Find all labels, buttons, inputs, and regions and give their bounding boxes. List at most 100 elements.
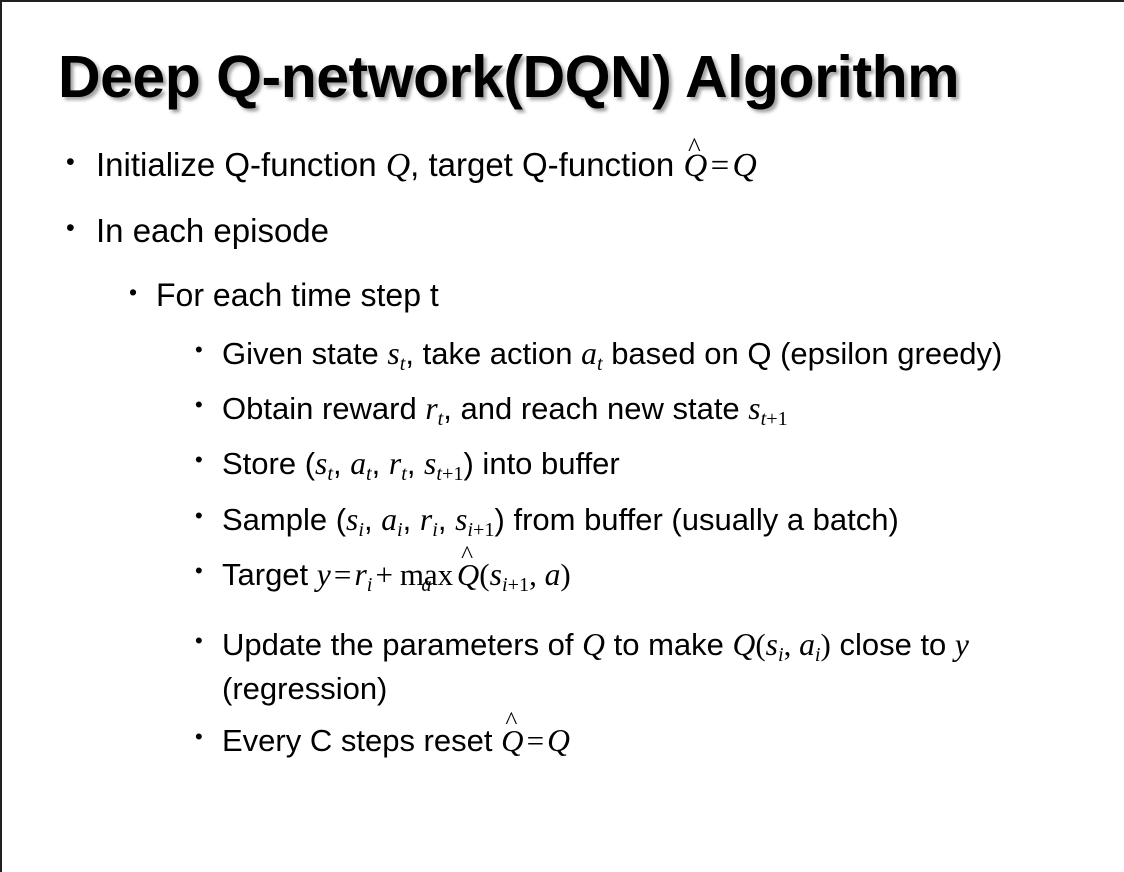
max-label: max xyxy=(399,556,454,592)
math-s-base: s xyxy=(748,390,761,426)
math-comma: , xyxy=(783,627,800,663)
text-segment: ) into buffer xyxy=(463,446,620,482)
math-q-base: Q xyxy=(456,556,480,592)
subscript-offset: +1 xyxy=(507,574,530,596)
bullet-sample: • Sample (si, ai, ri, si+1) from buffer … xyxy=(2,499,1124,543)
text-segment: close to xyxy=(830,627,955,663)
text-segment: , target Q-function xyxy=(410,146,684,183)
math-equals: = xyxy=(710,148,730,184)
math-q-base: Q xyxy=(683,148,708,184)
math-s-i-next: si+1 xyxy=(490,557,529,596)
math-a-base: a xyxy=(381,501,398,537)
subscript-index: t xyxy=(436,463,442,486)
math-q-hat: ^Q xyxy=(683,133,708,187)
max-limit-variable: a xyxy=(421,574,432,597)
math-r-subscript: i xyxy=(432,518,438,541)
bullet-reset-target: • Every C steps reset ^Q=Q xyxy=(2,708,1124,761)
math-s-base: s xyxy=(765,627,778,663)
math-r-i: ri xyxy=(419,501,438,541)
bullet-list: • Initialize Q-function Q, target Q-func… xyxy=(2,133,1124,772)
math-q: Q xyxy=(547,722,570,758)
bullet-reset-target-text: Every C steps reset ^Q=Q xyxy=(222,708,1102,761)
math-r-base: r xyxy=(425,390,438,426)
math-a-base: a xyxy=(350,446,367,482)
subscript-index: i xyxy=(501,574,508,596)
bullet-marker: • xyxy=(195,391,203,417)
math-r-subscript: t xyxy=(401,463,407,486)
math-s-subscript: t xyxy=(327,463,333,486)
math-a: a xyxy=(544,556,561,592)
math-q-hat: ^Q xyxy=(501,708,524,761)
bullet-marker: • xyxy=(129,278,138,305)
math-equals: = xyxy=(526,722,545,758)
text-segment: Obtain reward xyxy=(222,390,426,426)
subscript-offset: +1 xyxy=(473,518,495,541)
bullet-marker: • xyxy=(195,723,203,749)
bullet-marker: • xyxy=(66,148,75,176)
bullet-for-each-time-step-text: For each time step t xyxy=(156,276,439,313)
bullet-given-state-text: Given state st, take action at based on … xyxy=(222,333,1070,377)
math-r-subscript: i xyxy=(366,574,373,596)
bullet-marker: • xyxy=(195,628,203,654)
bullet-update-parameters-text: Update the parameters of Q to make Q(si,… xyxy=(222,624,1122,709)
math-s-base: s xyxy=(424,446,437,482)
math-r-base: r xyxy=(419,501,433,537)
subscript-index: i xyxy=(467,518,473,541)
math-paren-open: ( xyxy=(755,627,766,663)
math-comma: , xyxy=(529,556,545,592)
math-a-i: ai xyxy=(799,627,820,666)
text-segment: (regression) xyxy=(222,670,388,706)
math-a-i: ai xyxy=(381,501,402,541)
bullet-marker: • xyxy=(195,557,203,583)
math-s-subscript: i xyxy=(777,644,784,667)
text-segment: , take action xyxy=(405,335,582,371)
math-q-base: Q xyxy=(501,722,524,758)
math-s-base: s xyxy=(455,501,468,537)
hat-accent: ^ xyxy=(461,541,474,570)
math-r-base: r xyxy=(354,556,367,592)
bullet-for-each-time-step: • For each time step t xyxy=(2,275,1124,315)
text-comma: , xyxy=(437,501,456,537)
math-y: y xyxy=(954,627,969,663)
math-s-subscript: i+1 xyxy=(502,574,529,596)
bullet-initialize: • Initialize Q-function Q, target Q-func… xyxy=(2,133,1124,187)
bullet-store: • Store (st, at, rt, st+1) into buffer xyxy=(2,443,1124,487)
math-paren-close: ) xyxy=(820,627,831,663)
math-r-t: rt xyxy=(389,446,407,485)
math-q: Q xyxy=(385,147,411,184)
math-a-subscript: t xyxy=(596,352,603,375)
bullet-in-each-episode-text: In each episode xyxy=(96,212,330,250)
math-s-t: st xyxy=(315,446,333,485)
bullet-sample-text: Sample (si, ai, ri, si+1) from buffer (u… xyxy=(222,499,1122,543)
bullet-initialize-text: Initialize Q-function Q, target Q-functi… xyxy=(96,133,1056,187)
bullet-obtain-reward: • Obtain reward rt, and reach new state … xyxy=(2,388,1124,432)
hat-accent: ^ xyxy=(687,131,701,162)
math-s-subscript: t+1 xyxy=(436,463,463,485)
subscript-offset: +1 xyxy=(766,407,788,430)
math-r-subscript: t xyxy=(437,407,444,430)
text-comma: , xyxy=(363,501,382,537)
math-a-subscript: t xyxy=(366,463,372,486)
math-a: at xyxy=(581,335,602,375)
text-segment: to make xyxy=(604,627,733,663)
math-a-base: a xyxy=(581,335,597,371)
math-s-subscript: t xyxy=(399,352,406,375)
subscript-index: t xyxy=(760,407,767,430)
text-comma: , xyxy=(402,501,420,537)
math-a-t: at xyxy=(350,446,371,485)
text-segment: Update the parameters of xyxy=(222,627,583,663)
text-segment: Initialize Q-function xyxy=(96,146,386,183)
text-segment: Sample ( xyxy=(222,501,347,537)
text-segment: Given state xyxy=(222,335,388,371)
text-segment: , and reach new state xyxy=(443,390,749,426)
math-s: st xyxy=(387,336,405,375)
math-s-i: si xyxy=(346,502,364,541)
math-r-i: ri xyxy=(354,556,372,596)
bullet-given-state: • Given state st, take action at based o… xyxy=(2,333,1124,377)
math-q2: Q xyxy=(732,627,756,663)
text-segment: Target xyxy=(222,556,317,592)
math-q: Q xyxy=(582,627,605,663)
bullet-marker: • xyxy=(66,214,75,243)
